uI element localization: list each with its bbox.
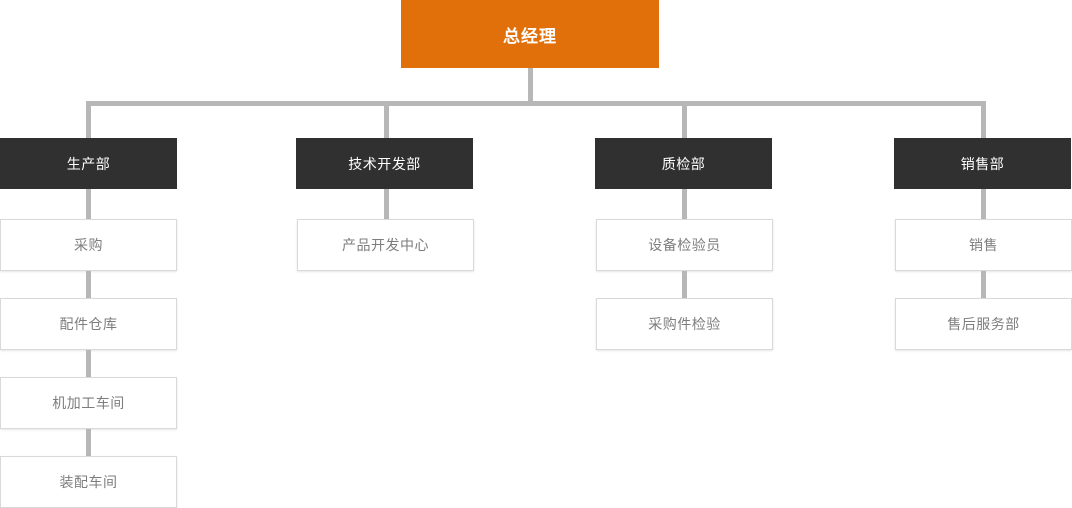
org-node-department-4[interactable]: 销售部 (894, 138, 1071, 189)
connector-branch-1-child-1-to-2 (86, 271, 91, 299)
org-node-leaf-4-1[interactable]: 销售 (895, 219, 1072, 271)
org-node-leaf-3-1[interactable]: 设备检验员 (596, 219, 773, 271)
connector-branch-1-to-child-1 (86, 189, 91, 220)
connector-branch-1-child-2-to-3 (86, 350, 91, 378)
connector-branch-2-to-child-1 (384, 189, 389, 220)
connector-branch-3-child-1-to-2 (682, 271, 687, 299)
org-node-leaf-1-2[interactable]: 配件仓库 (0, 298, 177, 350)
org-node-leaf-1-4[interactable]: 装配车间 (0, 456, 177, 508)
org-node-root[interactable]: 总经理 (401, 0, 659, 68)
org-node-department-2[interactable]: 技术开发部 (296, 138, 473, 189)
connector-horizontal-bus (86, 101, 986, 106)
org-node-leaf-1-3[interactable]: 机加工车间 (0, 377, 177, 429)
org-node-leaf-1-1[interactable]: 采购 (0, 219, 177, 271)
org-node-leaf-2-1[interactable]: 产品开发中心 (297, 219, 474, 271)
connector-drop-branch-1 (86, 101, 91, 139)
connector-drop-branch-2 (384, 101, 389, 139)
connector-drop-branch-4 (981, 101, 986, 139)
connector-branch-4-to-child-1 (981, 189, 986, 220)
connector-drop-branch-3 (682, 101, 687, 139)
org-node-leaf-4-2[interactable]: 售后服务部 (895, 298, 1072, 350)
connector-root-stem (528, 68, 533, 104)
connector-branch-1-child-3-to-4 (86, 429, 91, 457)
org-node-department-1[interactable]: 生产部 (0, 138, 177, 189)
org-node-department-3[interactable]: 质检部 (595, 138, 772, 189)
connector-branch-4-child-1-to-2 (981, 271, 986, 299)
org-node-leaf-3-2[interactable]: 采购件检验 (596, 298, 773, 350)
connector-branch-3-to-child-1 (682, 189, 687, 220)
